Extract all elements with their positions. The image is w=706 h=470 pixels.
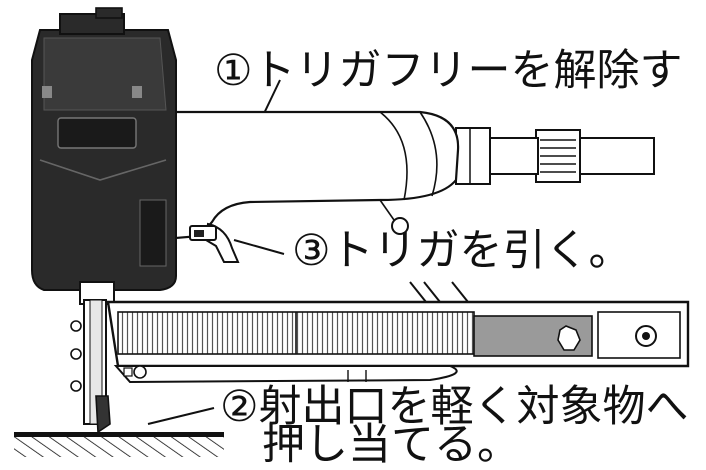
tool-body [31, 7, 177, 291]
nose-guide [70, 281, 115, 434]
body-window [57, 117, 137, 149]
work-surface [14, 432, 224, 457]
air-hose [455, 127, 655, 185]
label-step2-line1: ②射出口を軽く対象物へ [220, 382, 689, 432]
magazine [106, 300, 690, 384]
air-fitting [487, 137, 539, 175]
frame-rails [409, 281, 469, 303]
leader-step3 [233, 239, 285, 255]
handle-bolt [391, 217, 409, 235]
handle [158, 110, 460, 240]
pusher-nut [557, 325, 581, 351]
leader-step2 [147, 407, 215, 425]
trigger [189, 222, 240, 263]
label-step2-line2: 押し当てる。 [262, 420, 520, 470]
label-step1-release-trigger-lock: ①トリガフリーを解除す [214, 46, 683, 96]
contact-nose [95, 395, 111, 434]
label-step3-pull-trigger: ③トリガを引く。 [292, 226, 632, 276]
